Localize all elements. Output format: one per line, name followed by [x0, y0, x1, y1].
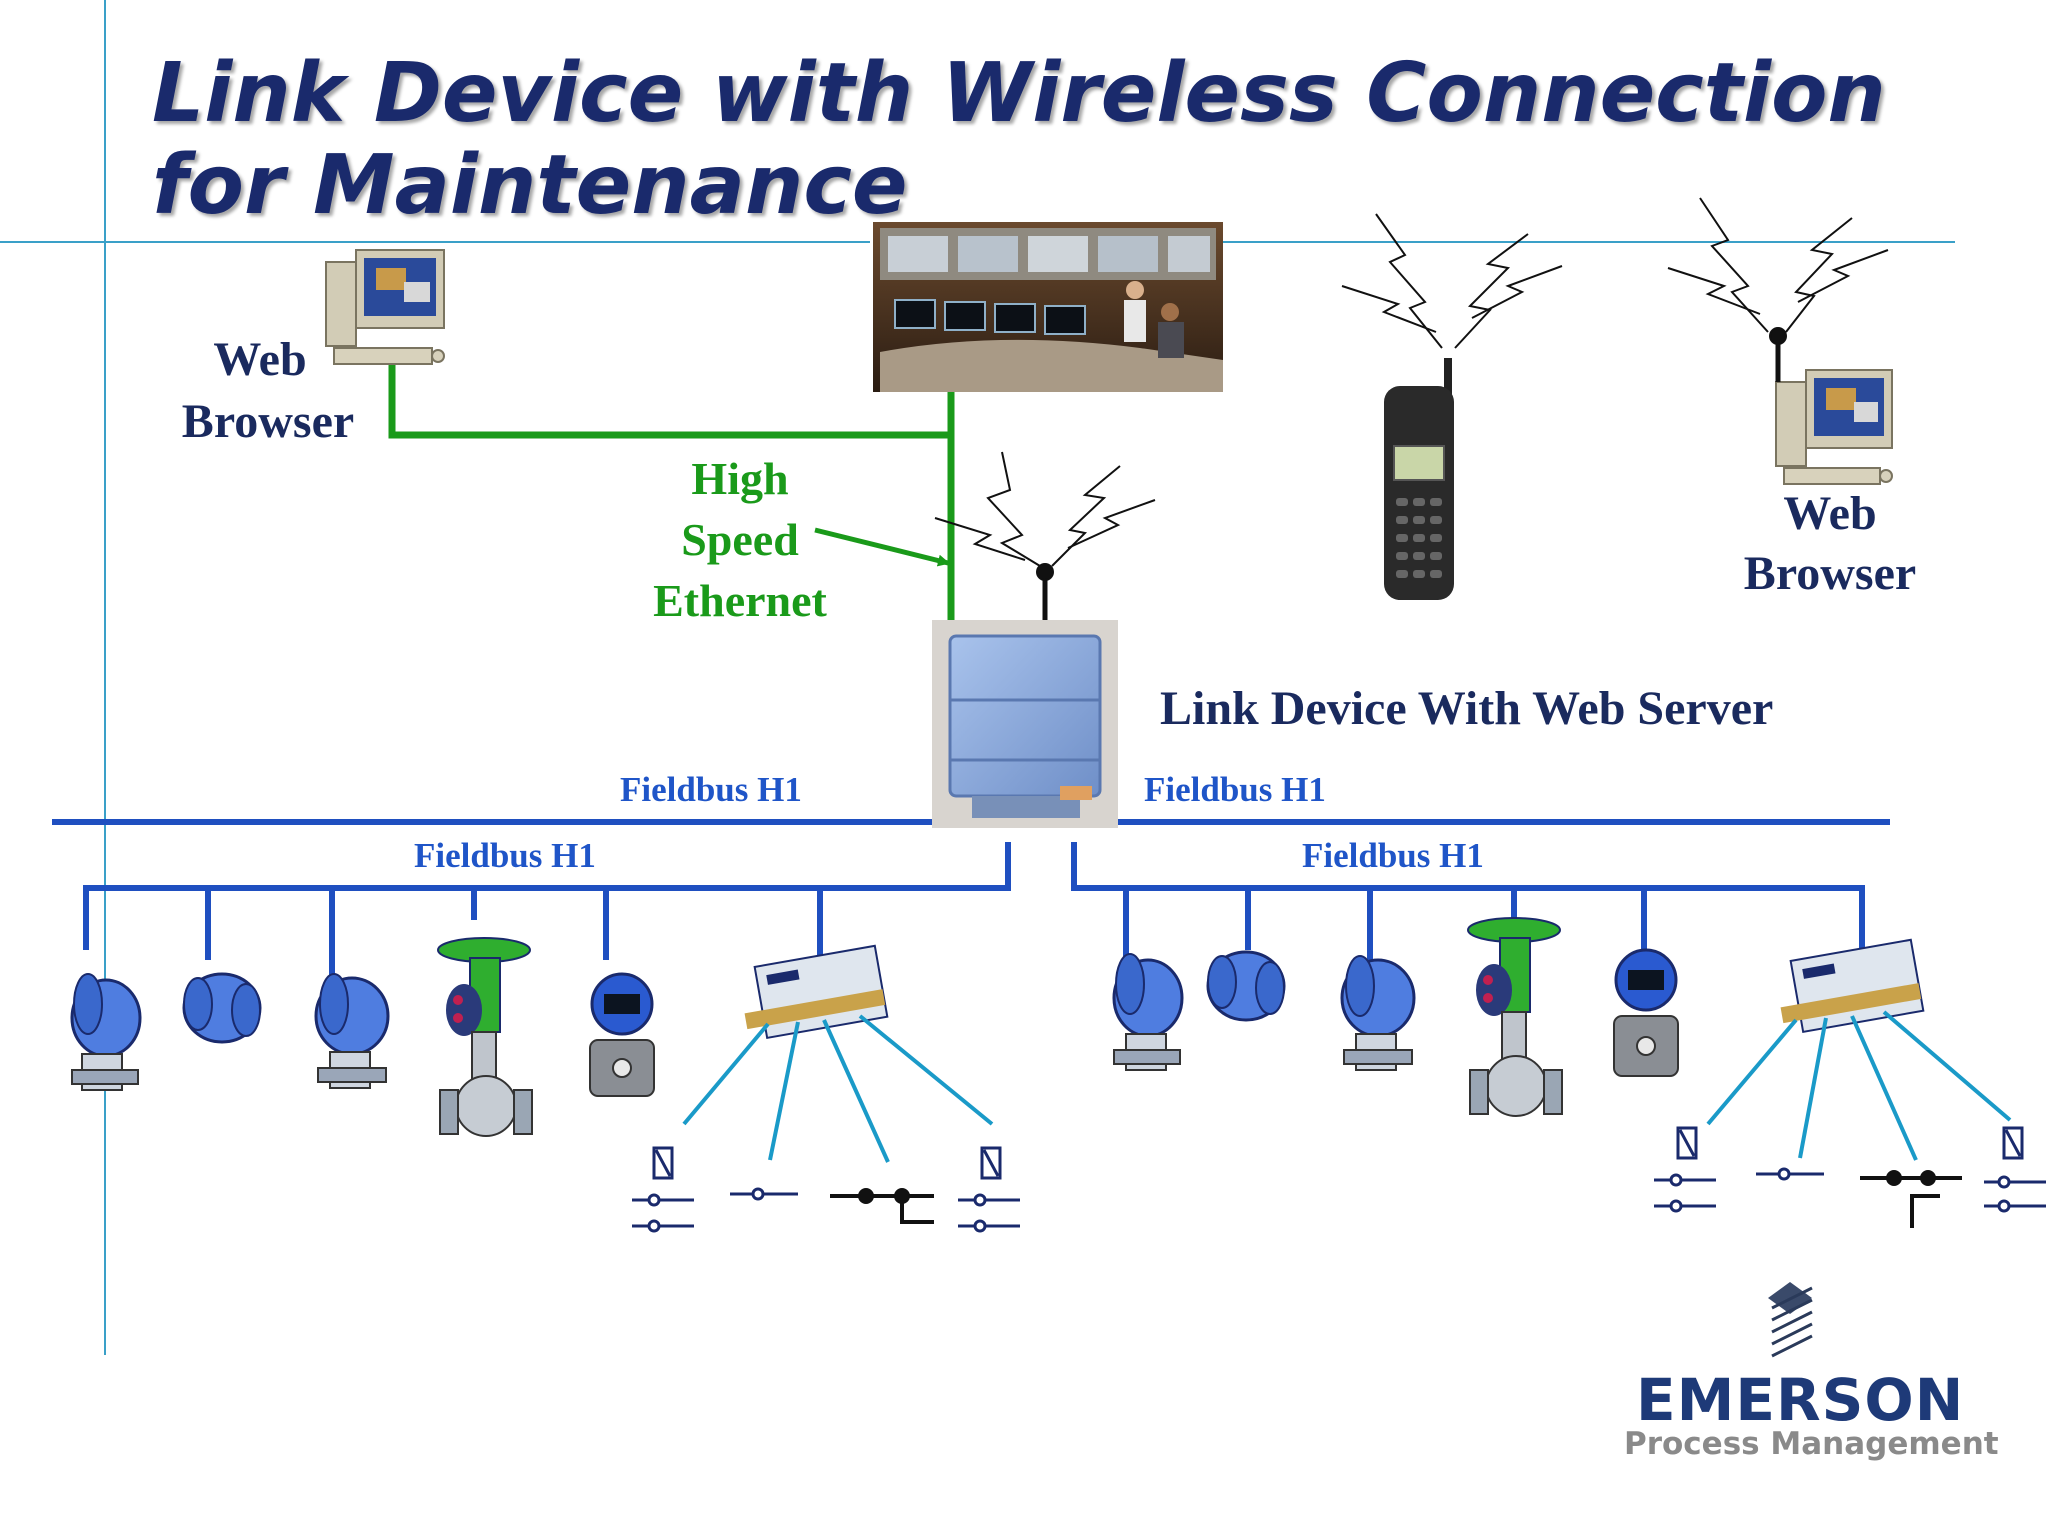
- pressure-transmitter-2: [314, 973, 390, 1089]
- fieldbus-label-top-left: Fieldbus H1: [620, 770, 802, 809]
- fieldbus-label-segment-right: Fieldbus H1: [1302, 836, 1484, 875]
- desktop-computer-right: [1775, 369, 1893, 485]
- title-line-2: for Maintenance: [152, 138, 908, 233]
- io-module-2: [1780, 938, 1925, 1034]
- control-room-photo: [873, 222, 1223, 392]
- ethernet-lines: [388, 358, 955, 622]
- slide-title: Link Device with Wireless Connection for…: [152, 48, 1886, 232]
- control-valve-2: [1467, 917, 1563, 1117]
- link-device-box: [932, 620, 1118, 828]
- io-wiring-2: [1706, 1010, 2012, 1161]
- io-module-1: [744, 944, 889, 1040]
- fieldbus-lines: [52, 819, 1890, 976]
- control-valve-1: [437, 937, 533, 1137]
- ethernet-arrow: [814, 527, 950, 567]
- fieldbus-label-segment-left: Fieldbus H1: [414, 836, 596, 875]
- link-device-label: Link Device With Web Server: [1160, 682, 1774, 735]
- flow-meter-2: [1613, 948, 1679, 1077]
- temperature-transmitter-1: [182, 972, 262, 1044]
- fieldbus-label-top-right: Fieldbus H1: [1144, 770, 1326, 809]
- web-browser-label-left-2: Browser: [181, 395, 355, 448]
- temperature-transmitter-2: [1206, 950, 1286, 1022]
- emerson-logo-mark: [1768, 1282, 1813, 1358]
- wireless-signal-right-computer: [1667, 197, 1889, 382]
- io-wiring-1: [682, 1014, 994, 1163]
- title-line-1: Link Device with Wireless Connection: [152, 46, 1886, 141]
- wireless-signal-phone: [1341, 213, 1563, 349]
- emerson-logo-subtitle: Process Management: [1624, 1426, 1999, 1462]
- switch-symbols-1: [632, 1146, 1020, 1233]
- cell-phone: [1384, 358, 1454, 600]
- ethernet-label: High Speed Ethernet: [653, 453, 827, 626]
- pressure-transmitter-3: [1112, 953, 1184, 1071]
- pressure-transmitter-4: [1340, 955, 1416, 1071]
- flow-meter-1: [589, 972, 655, 1097]
- switch-symbols-2: [1654, 1126, 2046, 1228]
- web-browser-label-right: Web Browser: [1743, 487, 1917, 600]
- web-browser-label-left: Web: [213, 333, 307, 386]
- wireless-signal-link-device: [934, 451, 1156, 622]
- emerson-logo-text: EMERSON: [1636, 1366, 1965, 1434]
- pressure-transmitter-1: [70, 973, 142, 1091]
- desktop-computer-left: [325, 249, 445, 365]
